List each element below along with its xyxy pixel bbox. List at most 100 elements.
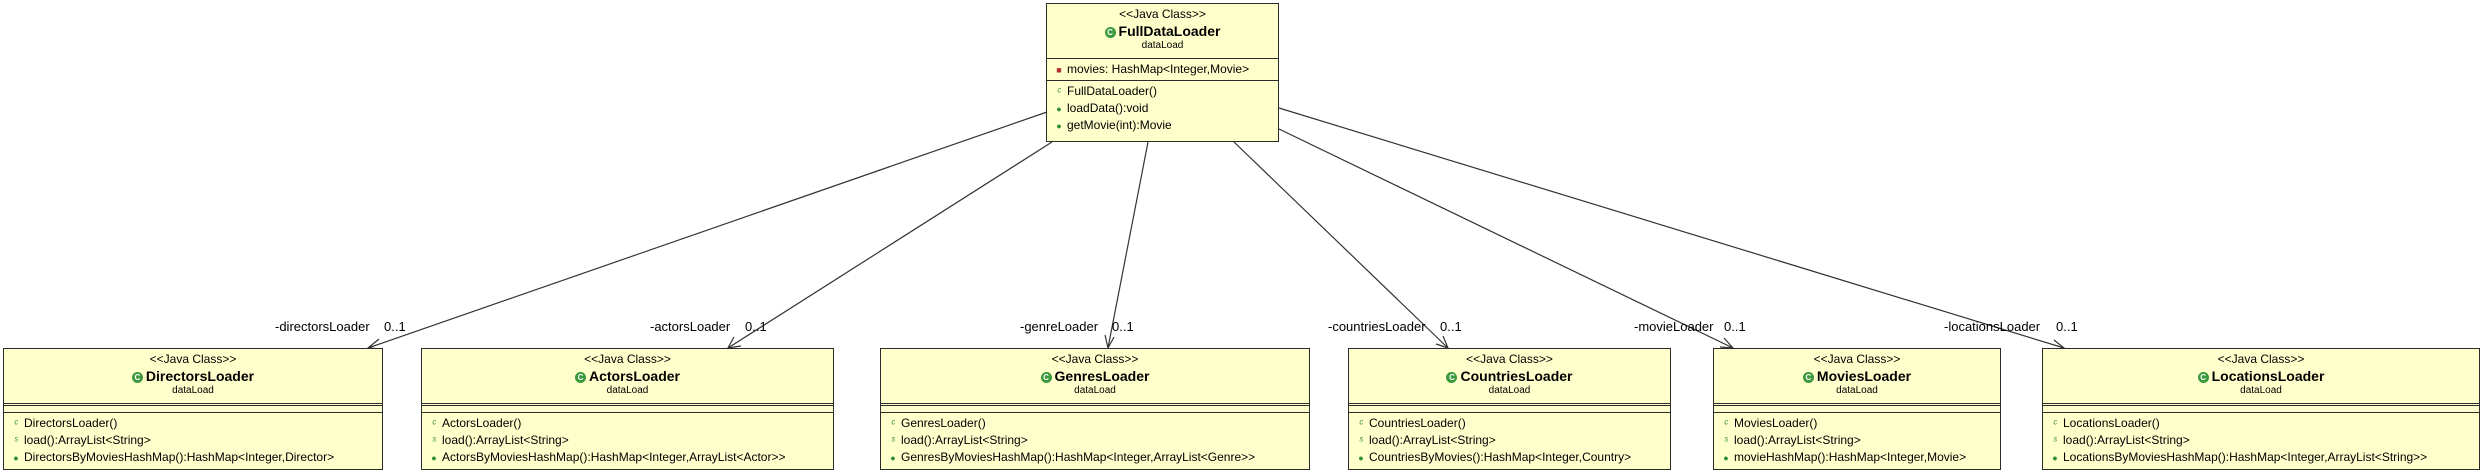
- public-method-icon: ●: [1056, 104, 1062, 114]
- arrowhead-countries: [1435, 335, 1450, 349]
- class-icon: C: [131, 372, 143, 383]
- class-icon: C: [1446, 372, 1458, 383]
- stereotype-label: <<Java Class>>: [2217, 352, 2305, 366]
- association-actors: [727, 141, 1053, 349]
- class-name-text: GenresLoader: [1054, 368, 1150, 384]
- multiplicity-directors: 0..1: [384, 319, 406, 334]
- fields-section: [2043, 403, 2479, 412]
- method-row: ᶜ FullDataLoader(): [1053, 83, 1272, 100]
- stereotype-label: <<Java Class>>: [1466, 352, 1553, 366]
- class-name-text: ActorsLoader: [588, 368, 681, 384]
- association-movies: [1278, 128, 1734, 349]
- multiplicity-genres: 0..1: [1112, 319, 1134, 334]
- fields-section: [4, 403, 382, 412]
- stereotype-label: <<Java Class>>: [1051, 352, 1139, 366]
- fields-section: [422, 403, 833, 412]
- method-text: getMovie(int):Movie: [1067, 118, 1172, 132]
- method-text: MoviesLoader(): [1734, 416, 1818, 430]
- public-method-icon: ●: [890, 453, 896, 463]
- method-text: LocationsLoader(): [2063, 416, 2160, 430]
- method-row: ● LocationsByMoviesHashMap():HashMap<Inte…: [2049, 449, 2473, 466]
- class-icon: C: [574, 372, 586, 383]
- association-countries: [1233, 141, 1449, 349]
- method-row: ᶜ DirectorsLoader(): [10, 415, 376, 432]
- public-method-icon: ●: [13, 453, 19, 463]
- constructor-icon: ᶜ: [14, 418, 18, 430]
- constructor-icon: ᶜ: [432, 418, 436, 430]
- constructor-icon: ᶜ: [891, 418, 895, 430]
- class-name-text: CountriesLoader: [1460, 368, 1573, 384]
- arrowhead-actors: [726, 336, 742, 349]
- arrowhead-movies: [1719, 337, 1735, 349]
- stereotype-label: <<Java Class>>: [149, 352, 237, 366]
- fields-section: [1714, 403, 2000, 412]
- static-method-icon: ˢ: [1359, 435, 1363, 447]
- method-row: ●movieHashMap():HashMap<Integer,Movie>: [1720, 449, 1994, 466]
- methods-section: ᶜ FullDataLoader() ● loadData():void ● getM…: [1047, 80, 1278, 136]
- fields-section: [881, 403, 1309, 412]
- role-label-directors: -directorsLoader: [275, 319, 370, 334]
- stereotype-label: <<Java Class>>: [584, 352, 671, 366]
- field-row: ■movies: HashMap<Integer,Movie>: [1053, 61, 1272, 78]
- static-method-icon: ˢ: [432, 435, 436, 447]
- method-text: load():ArrayList<String>: [24, 433, 151, 447]
- public-method-icon: ●: [1056, 121, 1062, 131]
- class-icon: C: [1104, 27, 1116, 38]
- role-label-genres: -genreLoader: [1020, 319, 1099, 334]
- method-row: ●GenresByMoviesHashMap():HashMap<Integer…: [887, 449, 1303, 466]
- public-method-icon: ●: [2052, 453, 2058, 463]
- method-text: load():ArrayList<String>: [2063, 433, 2190, 447]
- stereotype-label: <<Java Class>>: [1813, 352, 1901, 366]
- association-genres: [1107, 141, 1149, 349]
- method-row: ●DirectorsByMoviesHashMap():HashMap<Inte…: [10, 449, 376, 466]
- method-row: ᶜ GenresLoader(): [887, 415, 1303, 432]
- package-label: dataLoad: [1488, 385, 1531, 396]
- package-label: dataLoad: [172, 385, 214, 396]
- constructor-icon: ᶜ: [1724, 418, 1728, 430]
- static-method-icon: ˢ: [2053, 435, 2057, 447]
- package-label: dataLoad: [1141, 40, 1184, 51]
- method-text: load():ArrayList<String>: [901, 433, 1028, 447]
- role-label-actors: -actorsLoader: [650, 319, 731, 334]
- method-text: GenresLoader(): [901, 416, 986, 430]
- package-label: dataLoad: [2240, 385, 2282, 396]
- class-name-text: LocationsLoader: [2211, 368, 2325, 384]
- method-text: loadData():void: [1067, 101, 1149, 115]
- multiplicity-locations: 0..1: [2056, 319, 2078, 334]
- static-method-icon: ˢ: [1724, 435, 1728, 447]
- method-text: DirectorsLoader(): [24, 416, 118, 430]
- method-text: FullDataLoader(): [1067, 84, 1158, 98]
- method-row: ● loadData():void: [1053, 100, 1272, 117]
- method-text: LocationsByMoviesHashMap():HashMap<Integ…: [2063, 450, 2428, 464]
- package-label: dataLoad: [606, 385, 649, 396]
- role-label-locations: -locationsLoader: [1944, 319, 2041, 334]
- association-locations: [1278, 107, 2065, 349]
- constructor-icon: ᶜ: [1057, 86, 1061, 98]
- multiplicity-movies: 0..1: [1724, 319, 1746, 334]
